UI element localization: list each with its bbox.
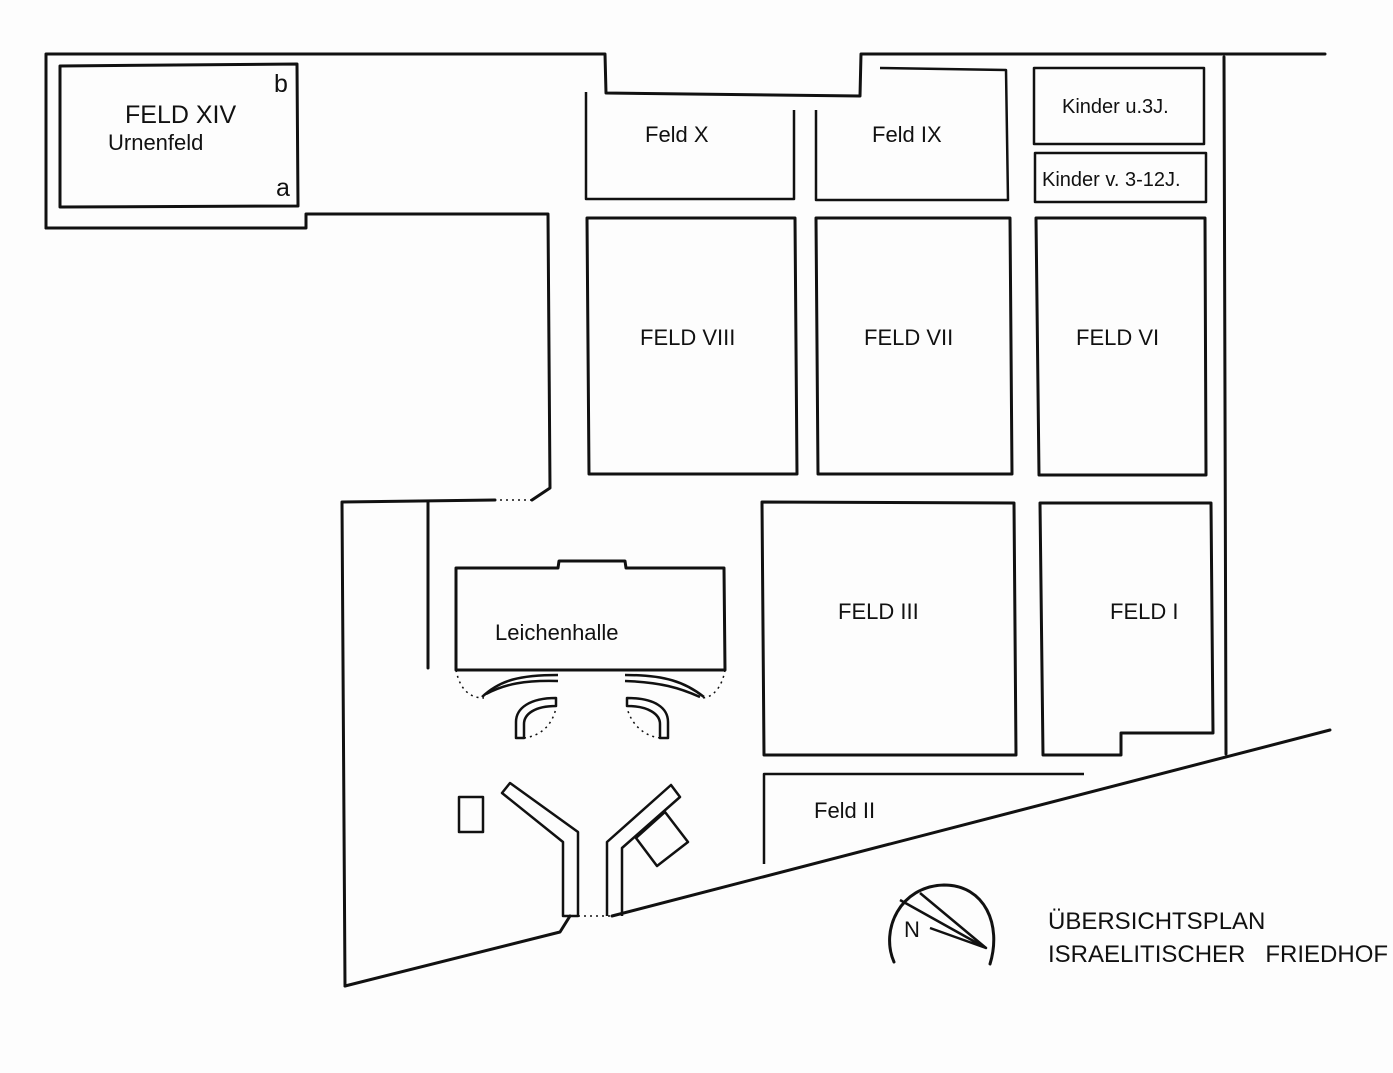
feld-x-label: Feld X <box>645 122 709 147</box>
feld-i-label: FELD I <box>1110 599 1178 624</box>
map-title: ÜBERSICHTSPLAN ISRAELITISCHER FRIEDHOF <box>1048 908 1388 968</box>
kinder-3-12-field: Kinder v. 3-12J. <box>1033 151 1208 204</box>
feld-viii-label: FELD VIII <box>640 325 735 350</box>
north-label: N <box>904 917 920 942</box>
feld-x: Feld X <box>584 92 796 201</box>
marker-b-label: b <box>274 70 288 98</box>
feld-viii: FELD VIII <box>585 216 799 476</box>
cemetery-boundary <box>44 52 1332 988</box>
north-compass: N <box>888 883 996 966</box>
marker-a-label: a <box>276 174 290 202</box>
feld-iii: FELD III <box>760 500 1018 757</box>
feld-vii-label: FELD VII <box>864 325 953 350</box>
feld-xiv: FELD XIV Urnenfeld b a <box>58 62 300 209</box>
kinder-3-12-label: Kinder v. 3-12J. <box>1042 169 1181 191</box>
feld-ix: Feld IX <box>814 66 1010 202</box>
feld-vii: FELD VII <box>814 216 1014 476</box>
feld-vi-label: FELD VI <box>1076 325 1159 350</box>
title-line-2: ISRAELITISCHER FRIEDHOF <box>1048 941 1388 968</box>
feld-xiv-label: FELD XIV <box>125 101 236 129</box>
leichenhalle-building: Leichenhalle <box>454 559 727 740</box>
feld-iii-label: FELD III <box>838 599 919 624</box>
feld-vi: FELD VI <box>1034 216 1208 477</box>
feld-ii: Feld II <box>762 772 1084 864</box>
kinder-unter-3-field: Kinder u.3J. <box>1032 66 1206 146</box>
title-line-1: ÜBERSICHTSPLAN <box>1048 908 1265 935</box>
entrance-structures <box>457 781 690 918</box>
feld-ii-label: Feld II <box>814 798 875 823</box>
kinder-u3-label: Kinder u.3J. <box>1062 96 1169 118</box>
feld-i: FELD I <box>1038 501 1215 757</box>
feld-ix-label: Feld IX <box>872 122 942 147</box>
leichenhalle-label: Leichenhalle <box>495 620 619 645</box>
urnenfeld-label: Urnenfeld <box>108 130 203 155</box>
